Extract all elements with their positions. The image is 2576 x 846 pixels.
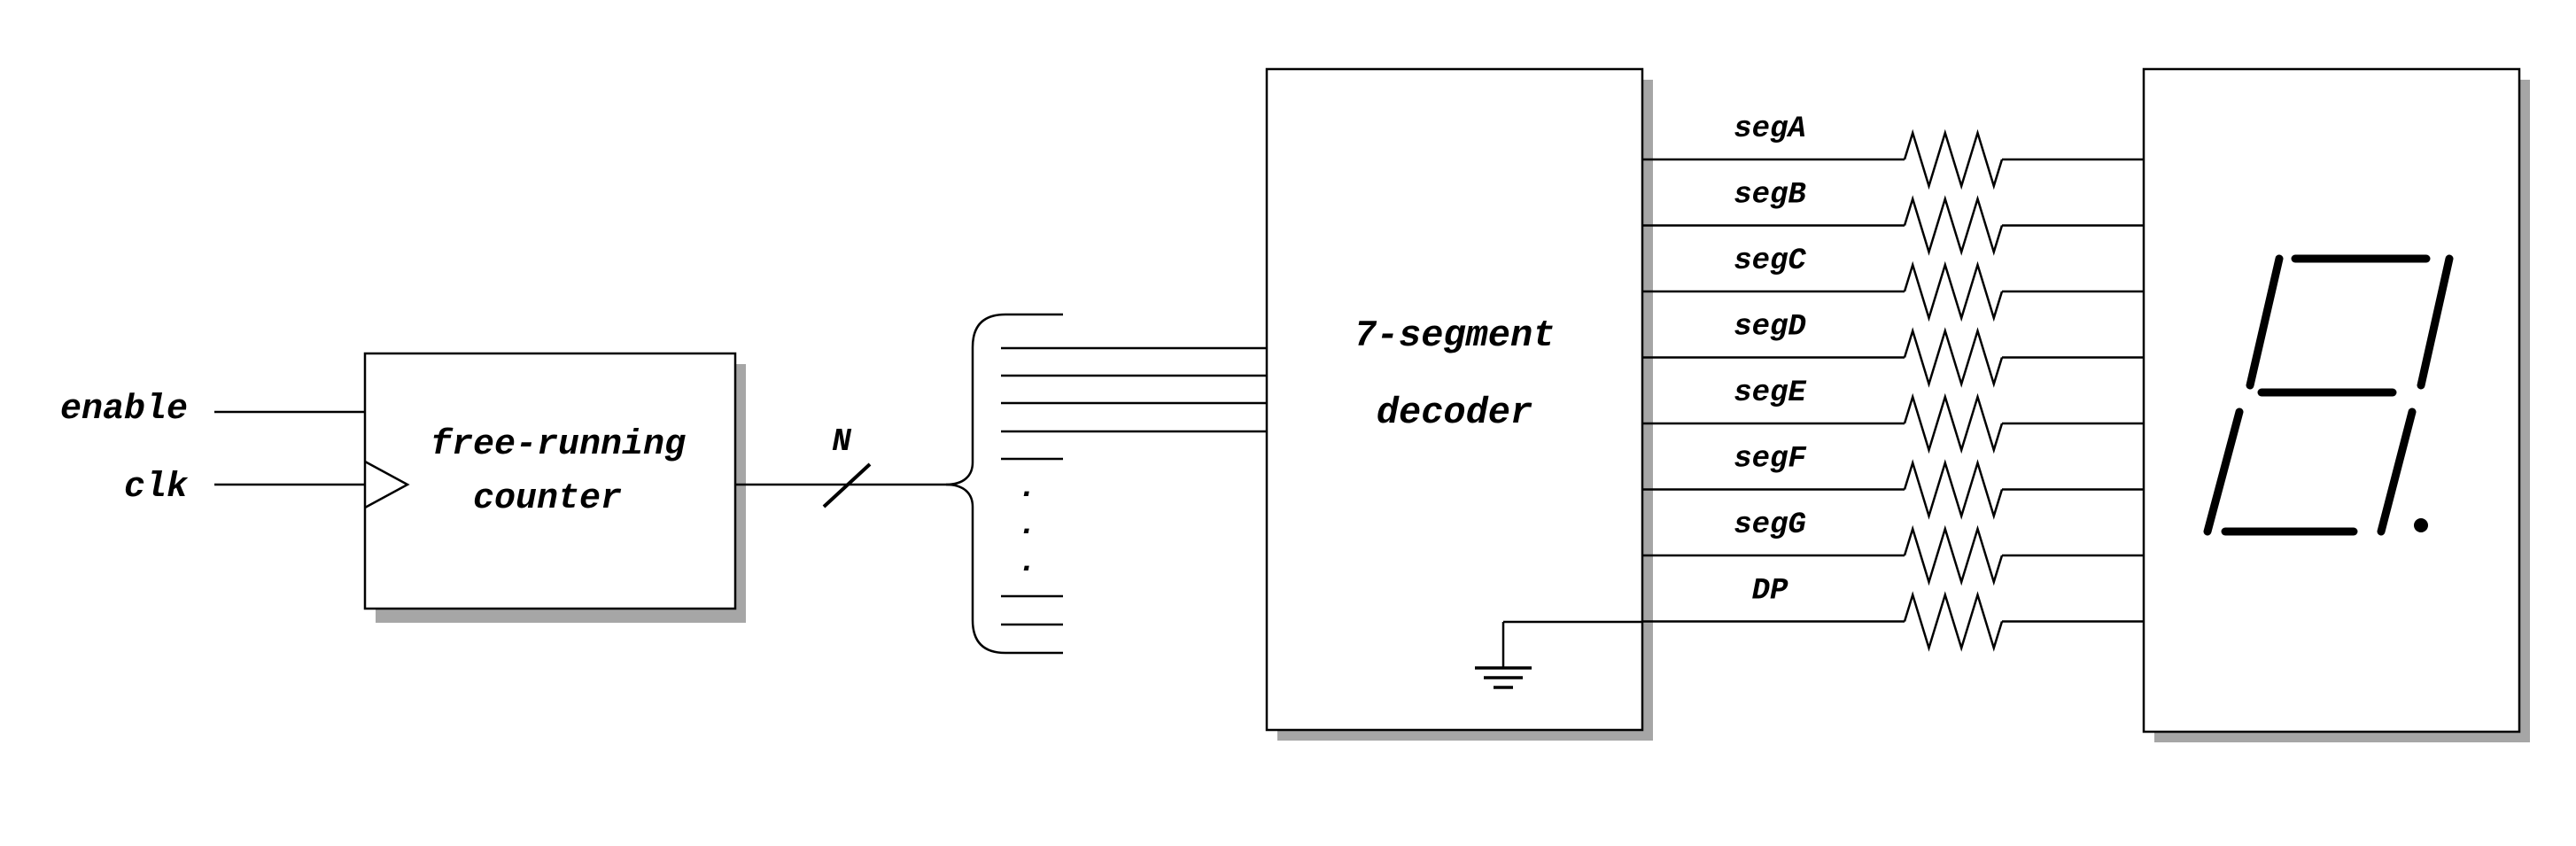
resistor-icon [1903,591,2004,652]
resistor-icon [1903,195,2004,256]
resistor-icon [1903,392,2004,454]
bus-brace-bottom [945,483,1063,655]
resistor-icon [1903,128,2004,190]
decoder-label-line1: 7-segment [1354,314,1556,357]
counter-box [363,352,737,610]
output-label-segf: segF [1734,443,1806,477]
decoder-label-line2: decoder [1377,392,1532,434]
decoder-block: 7-segment decoder [1265,67,1653,741]
clock-triangle-icon [364,460,410,509]
clk-label: clk [124,468,189,508]
output-line-segb: segB [1642,179,2144,256]
counter-label-line1: free-running [431,425,686,465]
output-label-sega: segA [1734,113,1806,146]
output-line-sege: segE [1642,376,2144,454]
output-label-dp: DP [1752,575,1788,609]
output-line-segc: segC [1642,244,2144,322]
bus-slash-icon [822,462,872,508]
output-label-segg: segG [1734,508,1806,542]
output-label-segc: segC [1734,244,1806,278]
resistor-icon [1903,327,2004,388]
bus-brace-top [945,313,1063,486]
ellipsis-dot: . [1018,544,1037,580]
resistor-icon [1903,524,2004,586]
output-lines: segA segB segC segD segE segF segG DP [1642,113,2144,652]
output-line-segf: segF [1642,443,2144,520]
segment-f-icon [2246,254,2284,390]
counter-block: free-running counter [363,352,746,623]
output-line-sega: segA [1642,113,2144,190]
bus-width-label: N [832,423,851,460]
enable-label: enable [60,390,188,430]
resistor-icon [1903,260,2004,322]
segment-dp-icon [2414,518,2428,532]
output-label-segb: segB [1734,179,1806,213]
resistor-icon [1903,459,2004,520]
output-label-segd: segD [1734,311,1806,345]
output-line-segd: segD [1642,311,2144,388]
ellipsis-dot: . [1018,470,1037,506]
ground-icon [1475,620,1642,689]
ellipsis-dot: . [1018,507,1037,543]
segment-c-icon [2377,407,2417,536]
output-label-sege: segE [1734,376,1806,410]
decoder-box [1265,67,1644,732]
bus-bit-lines [1001,346,1267,626]
segment-e-icon [2203,407,2244,536]
seven-segment-display [2142,67,2530,742]
counter-label-line2: counter [473,479,622,519]
segment-b-icon [2417,254,2454,390]
display-box [2142,67,2521,733]
output-line-segg: segG [1642,508,2144,586]
output-line-dp: DP [1642,575,2144,652]
